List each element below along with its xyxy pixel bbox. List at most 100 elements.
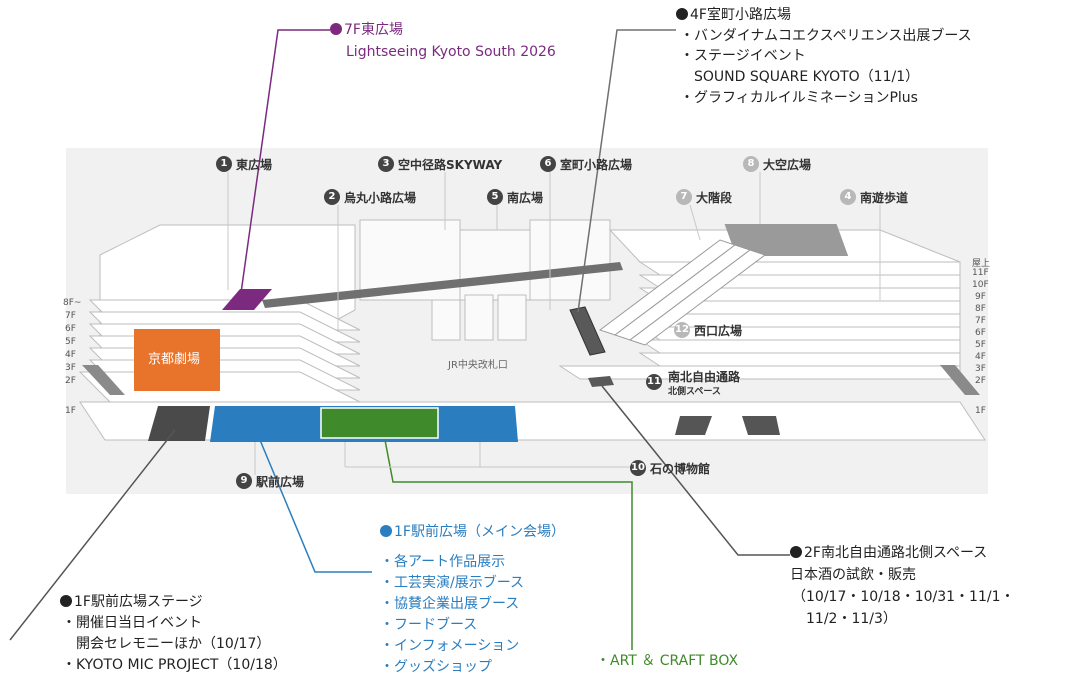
area-4f-muromachi bbox=[569, 306, 606, 356]
title-text: 1F駅前広場ステージ bbox=[74, 594, 203, 610]
callout-7f-east-title: 7F東広場 bbox=[330, 20, 403, 40]
title-text: 2F南北自由通路北側スペース bbox=[804, 545, 988, 561]
callout-art-craft-box: ・ART ＆ CRAFT BOX bbox=[596, 653, 739, 669]
callout-4f-item: ・ステージイベント bbox=[680, 48, 806, 64]
bullet-dot-icon bbox=[330, 23, 342, 35]
callout-1f-main-title: 1F駅前広場（メイン会場） bbox=[380, 522, 565, 542]
callout-1f-main-item: ・グッズショップ bbox=[380, 659, 492, 675]
marker-6: 6 bbox=[540, 156, 556, 172]
floor-label: 4F bbox=[65, 350, 76, 360]
floor-label: 1F bbox=[975, 406, 986, 416]
label-north-south-passage: 南北自由通路 bbox=[668, 370, 741, 384]
bullet-dot-icon bbox=[790, 546, 802, 558]
sky-plaza bbox=[724, 224, 849, 256]
floor-label: 2F bbox=[65, 376, 76, 386]
right-building bbox=[558, 229, 961, 380]
title-text: 1F駅前広場（メイン会場） bbox=[394, 524, 565, 540]
floor-label: 7F bbox=[65, 311, 76, 321]
label-sky-plaza: 大空広場 bbox=[763, 158, 812, 172]
leader-1f-stage bbox=[9, 429, 176, 641]
stone-museum-box-1 bbox=[675, 416, 712, 435]
area-2f-north bbox=[588, 376, 614, 387]
title-text: 7F東広場 bbox=[344, 22, 403, 38]
callout-2f-title: 2F南北自由通路北側スペース bbox=[790, 543, 987, 563]
label-south-promenade: 南遊歩道 bbox=[860, 191, 909, 205]
label-north-space: 北側スペース bbox=[668, 387, 721, 397]
marker-7: 7 bbox=[676, 189, 692, 205]
callout-7f-east-line: Lightseeing Kyoto South 2026 bbox=[346, 44, 556, 60]
guide-lines bbox=[227, 172, 881, 475]
floor-label: 屋上 bbox=[972, 259, 991, 269]
floor-label: 3F bbox=[65, 363, 76, 373]
stone-museum-box-2 bbox=[742, 416, 780, 435]
callout-1f-stage-item: 開会セレモニーほか（10/17） bbox=[62, 636, 271, 652]
label-kyoto-theater: 京都劇場 bbox=[148, 352, 201, 367]
callout-1f-main-item: ・各アート作品展示 bbox=[380, 554, 506, 570]
left-dark-ramp bbox=[82, 365, 125, 395]
leader-art-craft bbox=[384, 439, 633, 650]
label-grand-staircase: 大階段 bbox=[696, 191, 733, 205]
callout-4f-item: SOUND SQUARE KYOTO（11/1） bbox=[680, 69, 920, 85]
label-jr-central-gate: JR中央改札口 bbox=[448, 360, 508, 371]
floor-label: 6F bbox=[975, 328, 986, 338]
leader-2f-north bbox=[601, 385, 790, 556]
marker-5: 5 bbox=[487, 189, 503, 205]
callout-1f-stage-item: ・開催日当日イベント bbox=[62, 615, 202, 631]
marker-1: 1 bbox=[216, 156, 232, 172]
callout-2f-item: 日本酒の試飲・販売 bbox=[790, 567, 916, 583]
skyway bbox=[262, 262, 623, 308]
callout-2f-item: （10/17・10/18・10/31・11/1・ bbox=[792, 589, 1015, 605]
marker-11: 11 bbox=[646, 374, 662, 390]
marker-2: 2 bbox=[324, 189, 340, 205]
right-dark-ramp bbox=[940, 365, 980, 395]
marker-10: 10 bbox=[630, 460, 646, 476]
floor-label: 5F bbox=[65, 337, 76, 347]
area-kyoto-theater bbox=[134, 329, 220, 391]
leader-7f-east bbox=[239, 29, 330, 301]
label-east-plaza: 東広場 bbox=[236, 158, 273, 172]
label-south-plaza: 南広場 bbox=[507, 191, 544, 205]
floor-label: 1F bbox=[65, 406, 76, 416]
leader-4f-muromachi bbox=[577, 29, 676, 313]
leader-lines bbox=[9, 29, 790, 650]
leader-1f-main bbox=[259, 439, 372, 573]
callout-4f-title: 4F室町小路広場 bbox=[676, 5, 791, 25]
floor-label: 5F bbox=[975, 340, 986, 350]
label-skyway: 空中径路SKYWAY bbox=[398, 158, 503, 172]
marker-8: 8 bbox=[743, 156, 759, 172]
label-stone-museum: 石の博物館 bbox=[650, 462, 711, 476]
bullet-dot-icon bbox=[676, 8, 688, 20]
label-karasuma-plaza: 烏丸小路広場 bbox=[344, 191, 417, 205]
callout-4f-item: ・バンダイナムコエクスペリエンス出展ブース bbox=[680, 28, 972, 44]
floor-label: 2F bbox=[975, 376, 986, 386]
label-station-front-plaza: 駅前広場 bbox=[256, 475, 305, 489]
grand-staircase bbox=[598, 239, 767, 346]
floor-label: 4F bbox=[975, 352, 986, 362]
label-west-exit-plaza: 西口広場 bbox=[694, 324, 743, 338]
callout-1f-main-item: ・フードブース bbox=[380, 617, 478, 633]
bullet-dot-icon bbox=[380, 525, 392, 537]
marker-3: 3 bbox=[378, 156, 394, 172]
floor-label: 11F bbox=[972, 268, 989, 278]
area-art-craft-box bbox=[320, 407, 439, 439]
callout-1f-stage-title: 1F駅前広場ステージ bbox=[60, 592, 203, 612]
floor-label: 6F bbox=[65, 324, 76, 334]
area-1f-stage bbox=[148, 406, 210, 441]
bullet-dot-icon bbox=[60, 595, 72, 607]
floor-label: 8F~ bbox=[63, 298, 82, 308]
marker-9: 9 bbox=[236, 473, 252, 489]
floor-label: 8F bbox=[975, 304, 986, 314]
callout-4f-item: ・グラフィカルイルミネーションPlus bbox=[680, 90, 918, 106]
floor-label: 3F bbox=[975, 364, 986, 374]
callout-1f-main-item: ・インフォメーション bbox=[380, 638, 520, 654]
floor-label: 9F bbox=[975, 292, 986, 302]
area-7f-east bbox=[222, 289, 272, 310]
callout-2f-item: 11/2・11/3） bbox=[792, 611, 897, 627]
marker-12: 12 bbox=[674, 322, 690, 338]
floor-label: 10F bbox=[972, 280, 989, 290]
callout-1f-main-item: ・協賛企業出展ブース bbox=[380, 596, 520, 612]
marker-4: 4 bbox=[840, 189, 856, 205]
title-text: 4F室町小路広場 bbox=[690, 7, 791, 23]
